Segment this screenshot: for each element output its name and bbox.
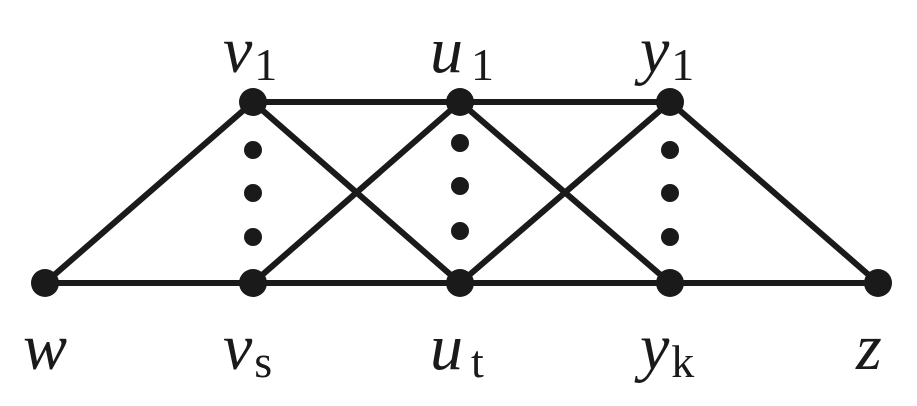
ellipsis-dot xyxy=(244,228,262,246)
ellipsis-dot xyxy=(244,141,262,159)
vertex-v1 xyxy=(239,88,267,116)
vertex-ut xyxy=(446,269,474,297)
ellipsis-dot xyxy=(451,134,469,152)
vertex-u1 xyxy=(446,88,474,116)
vertex-y1 xyxy=(656,88,684,116)
ellipsis-dot xyxy=(244,184,262,202)
label-z: z xyxy=(855,311,882,384)
ellipsis-dot xyxy=(451,177,469,195)
ellipsis-dot xyxy=(661,184,679,202)
edge-vs-u1 xyxy=(250,99,463,286)
ellipsis-dots xyxy=(244,134,679,246)
edge-y1-z xyxy=(667,99,881,286)
label-yk: yk xyxy=(634,311,694,387)
vertex-w xyxy=(31,269,59,297)
label-vs: vs xyxy=(223,311,272,387)
ellipsis-dot xyxy=(451,222,469,240)
edge-w-v1 xyxy=(42,99,256,286)
vertex-yk xyxy=(656,269,684,297)
nodes xyxy=(31,88,892,297)
vertex-z xyxy=(864,269,892,297)
label-v1: v1 xyxy=(223,14,277,90)
vertex-vs xyxy=(239,269,267,297)
edges xyxy=(42,99,881,286)
edge-ut-y1 xyxy=(457,99,673,286)
label-y1: y1 xyxy=(634,14,694,90)
ellipsis-dot xyxy=(661,141,679,159)
label-w: w xyxy=(23,311,67,384)
ellipsis-dot xyxy=(661,228,679,246)
